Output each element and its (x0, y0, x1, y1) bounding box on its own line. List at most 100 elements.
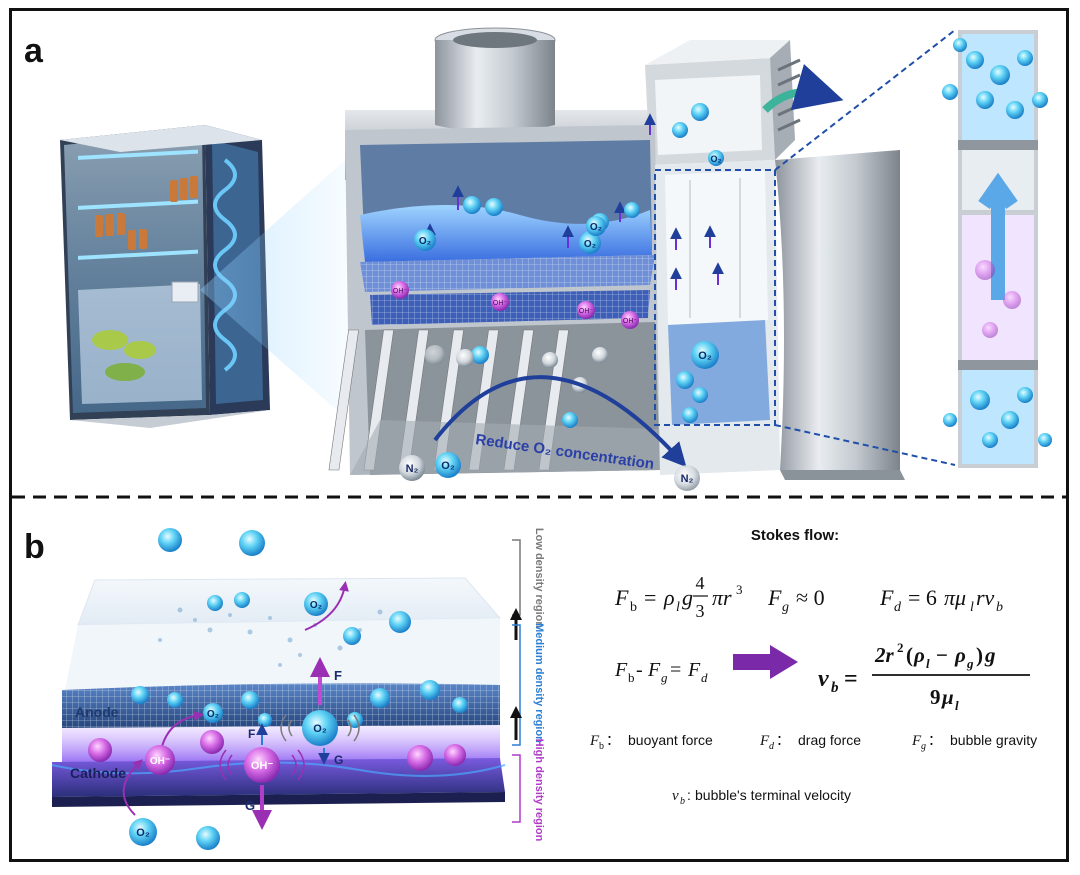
svg-text:): ) (976, 643, 983, 667)
svg-text:b: b (630, 600, 637, 615)
anode-label: Anode (75, 704, 119, 720)
svg-text:b: b (628, 670, 635, 685)
outlet-n2-bubble: N₂ (674, 465, 700, 491)
svg-text:g: g (682, 585, 693, 610)
def-vb-subscript: b (680, 796, 685, 807)
o2-label-chamber-2: O₂ (584, 239, 596, 250)
svg-text:rv: rv (976, 585, 995, 610)
deoxygenation-device (328, 27, 905, 480)
o2-center-bubble: O₂ (280, 710, 360, 746)
stokes-flow-equations: Stokes flow: F b = ρ l g 4 3 πr 3 F g ≈ … (589, 527, 1037, 807)
micro-bubbles (158, 607, 383, 670)
low-density-bracket (512, 539, 521, 616)
svg-text::: : (687, 787, 691, 803)
panel-b-oh-bubbles (88, 730, 466, 771)
zoom-callout (654, 29, 956, 466)
oh-bubble-2: OH⁻ (491, 293, 509, 311)
panel-b-label: b (24, 528, 45, 566)
exhaust-arrow (762, 64, 844, 113)
o2-bubble-chamber-2: O₂ (579, 232, 601, 254)
svg-text:F: F (687, 659, 701, 681)
fridge-module (171, 281, 199, 303)
implies-arrow (733, 645, 798, 679)
svg-text:F: F (614, 585, 629, 610)
low-density-label: Low density region (533, 528, 545, 629)
equation-row-1: F b = ρ l g 4 3 πr 3 F g ≈ 0 F d = 6 πμ … (614, 573, 1003, 621)
panel-a: a (24, 27, 1052, 491)
o2-bubble-chamber-1: O₂ (414, 229, 436, 251)
oh-left-label: OH⁻ (150, 756, 170, 767)
panel-b: b (24, 527, 1037, 850)
oh-label-1: OH⁻ (393, 288, 408, 295)
def-fb-subscript: b (599, 741, 604, 752)
svg-text:：: ： (606, 732, 620, 748)
svg-text:l: l (926, 656, 930, 671)
o2-escape-arrow (304, 581, 349, 631)
svg-text:=: = (844, 666, 858, 692)
def-fd-subscript: d (769, 741, 775, 752)
o2-label-outlet: O₂ (711, 154, 722, 164)
svg-text:b: b (996, 600, 1003, 615)
svg-text:≈ 0: ≈ 0 (796, 585, 825, 610)
svg-text:3: 3 (696, 601, 705, 621)
svg-text:F: F (879, 585, 894, 610)
definition-vb: v b : bubble's terminal velocity (672, 787, 851, 807)
svg-text:-: - (636, 659, 643, 681)
svg-text:ρ: ρ (954, 643, 966, 667)
svg-text:F: F (767, 585, 782, 610)
oh-bubble-3: OH⁻ (577, 301, 595, 319)
o2-center-label: O₂ (313, 723, 327, 735)
cathode-label: Cathode (70, 765, 126, 781)
oh-center-label: OH⁻ (251, 760, 274, 772)
def-fd-text: drag force (798, 732, 861, 748)
inlet-o2-bubble: O₂ (435, 452, 461, 478)
def-fb-symbol: F (589, 733, 600, 749)
svg-text:l: l (970, 600, 974, 615)
def-fb-text: buoyant force (628, 732, 713, 748)
o2-bubble-chamber-3: O₂ (586, 216, 606, 236)
o2-bottom-bubble: O₂ (129, 818, 157, 846)
svg-text:：: ： (928, 732, 942, 748)
gas-flow-arrow (433, 375, 687, 468)
oh-left-bubble: OH⁻ (145, 745, 175, 775)
oh-label-3: OH⁻ (579, 308, 594, 315)
outlet-n2-label: N₂ (681, 473, 694, 485)
figure-frame (9, 8, 1069, 862)
fridge-vegetables (92, 330, 156, 381)
oh-bubble-1: OH⁻ (391, 281, 409, 299)
definition-fd: F d ： drag force (759, 732, 861, 752)
definition-fg: F g ： bubble gravity (911, 732, 1037, 752)
o2-bubble-outlet: O₂ (708, 150, 724, 166)
stokes-title: Stokes flow: (751, 527, 839, 544)
svg-text:F: F (647, 659, 661, 681)
svg-text:(: ( (906, 643, 913, 667)
inlet-n2-bubble: N₂ (399, 455, 425, 481)
svg-text:2r: 2r (874, 643, 895, 667)
medium-density-label: Medium density region (533, 623, 545, 743)
svg-text:πr: πr (712, 585, 732, 610)
panel-b-o2-bubbles (131, 528, 468, 850)
svg-text:3: 3 (736, 582, 743, 597)
o2-label-chamber-3: O₂ (590, 222, 602, 233)
def-vb-text: bubble's terminal velocity (695, 787, 851, 803)
o2-label-column: O₂ (698, 350, 712, 362)
force-f-small-label: F (248, 727, 255, 741)
o2-bubble-column: O₂ (691, 341, 719, 369)
def-fg-text: bubble gravity (950, 732, 1037, 748)
force-f-up-label: F (334, 668, 342, 683)
svg-text:4: 4 (696, 573, 705, 593)
medium-density-bracket (512, 624, 521, 746)
svg-text:−: − (936, 643, 948, 667)
o2-bottom-label: O₂ (136, 827, 150, 839)
svg-text:9: 9 (930, 685, 941, 709)
equation-row-2: F b - F g = F d v b = 2r 2 ( ρ l − ρ g (614, 640, 1030, 713)
high-density-bracket (512, 754, 521, 823)
def-fg-symbol: F (911, 733, 922, 749)
svg-text:μ: μ (941, 685, 954, 709)
oh-label-2: OH⁻ (493, 300, 508, 307)
def-fg-subscript: g (921, 741, 926, 752)
fridge-bottles (95, 176, 198, 250)
o2-reduction-arrow (122, 759, 143, 816)
svg-text:g: g (984, 643, 996, 667)
oh-label-4: OH⁻ (623, 318, 638, 325)
